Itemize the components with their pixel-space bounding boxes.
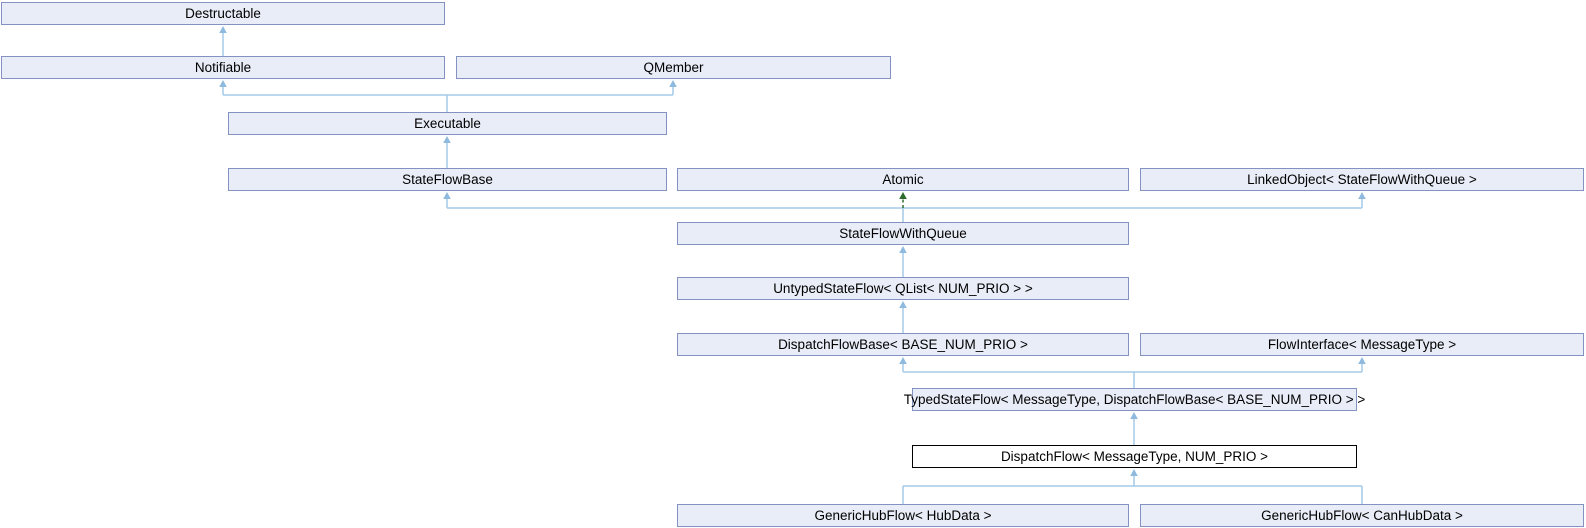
arrowhead-up [669, 80, 677, 87]
arrowhead-up [1130, 412, 1138, 419]
arrowhead-up [899, 246, 907, 253]
node-notifiable[interactable]: Notifiable [1, 56, 445, 79]
node-flowinterface[interactable]: FlowInterface< MessageType > [1140, 333, 1584, 356]
arrowhead-up [219, 26, 227, 33]
node-destructable[interactable]: Destructable [1, 2, 445, 25]
arrowhead-up [899, 301, 907, 308]
arrowhead-up [443, 192, 451, 199]
edge-generichubflows-dispatchflow [902, 469, 1363, 504]
arrowhead-up [443, 136, 451, 143]
arrowhead-up [1358, 192, 1366, 199]
arrowhead-up-protected [899, 192, 907, 199]
edge-stateflowwithqueue-parents [443, 192, 1366, 222]
edge-stateflowbase-executable [443, 136, 451, 168]
arrowhead-up [1130, 469, 1138, 476]
node-dispatchflow-main: DispatchFlow< MessageType, NUM_PRIO > [912, 445, 1357, 468]
node-generichubflow-canhubdata[interactable]: GenericHubFlow< CanHubData > [1140, 504, 1584, 527]
edge-dispatchflow-typedstateflow [1130, 412, 1138, 445]
edge-dispatchflowbase-untypedstateflow [899, 301, 907, 333]
node-qmember[interactable]: QMember [456, 56, 891, 79]
node-executable[interactable]: Executable [228, 112, 667, 135]
node-dispatchflowbase[interactable]: DispatchFlowBase< BASE_NUM_PRIO > [677, 333, 1129, 356]
arrowhead-up [219, 80, 227, 87]
edge-typedstateflow-parents [899, 357, 1366, 388]
node-generichubflow-hubdata[interactable]: GenericHubFlow< HubData > [677, 504, 1129, 527]
node-typedstateflow[interactable]: TypedStateFlow< MessageType, DispatchFlo… [904, 388, 1365, 411]
edge-untypedstateflow-stateflowwithqueue [899, 246, 907, 277]
node-stateflowbase[interactable]: StateFlowBase [228, 168, 667, 191]
node-stateflowwithqueue[interactable]: StateFlowWithQueue [677, 222, 1129, 245]
arrowhead-up [1358, 357, 1366, 364]
node-linkedobject[interactable]: LinkedObject< StateFlowWithQueue > [1140, 168, 1584, 191]
arrowhead-up [899, 357, 907, 364]
node-atomic[interactable]: Atomic [677, 168, 1129, 191]
node-untypedstateflow[interactable]: UntypedStateFlow< QList< NUM_PRIO > > [677, 277, 1129, 300]
edge-executable-parents [219, 80, 677, 112]
edge-notifiable-destructable [219, 26, 227, 56]
